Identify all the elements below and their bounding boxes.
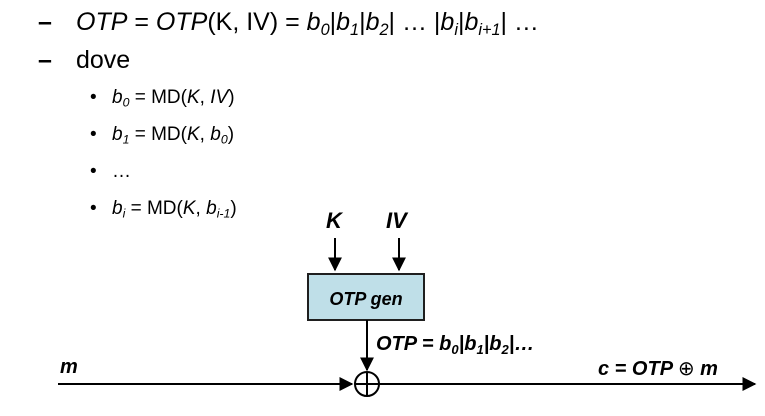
otp-gen-box [307, 273, 425, 321]
bullet-dot: • [90, 198, 97, 219]
tail-ellipsis: | … [500, 8, 539, 36]
b1-var: b [336, 8, 351, 36]
b1-sub: 1 [350, 20, 360, 39]
xor-symbol: ⊕ [677, 358, 695, 380]
otp-out-mid1: |b [458, 333, 477, 355]
otp-fn: OTP [155, 8, 208, 36]
sub-bullet-ellipsis: •… [90, 161, 131, 183]
bi-sub: i [454, 20, 458, 39]
b1-def-k: K [186, 124, 200, 145]
b1-def-close: ) [227, 124, 235, 145]
b1-def-arg: b [210, 124, 221, 145]
sub-bullet-bi: •bi = MD(K, bi-1) [90, 198, 237, 221]
b1-def-comma: , [199, 124, 211, 145]
otp-out-mid2: |b [483, 333, 502, 355]
sep-3: | [457, 8, 465, 36]
otp-out-s1: 1 [476, 341, 484, 357]
bi-def-comma: , [195, 198, 207, 219]
cipher-label: c = OTP ⊕ m [598, 356, 718, 381]
message-label: m [60, 356, 78, 378]
otp-out-tail: |… [508, 333, 535, 355]
dove-text: dove [76, 46, 131, 74]
bi1-var: b [464, 8, 479, 36]
bi-def-var: b [112, 198, 123, 219]
dash-bullet: – [38, 8, 52, 36]
bi-def-sub: i [122, 206, 126, 221]
bi-def-arg: b [206, 198, 217, 219]
bi1-sub: i+1 [478, 20, 501, 39]
bi-def-k: K [182, 198, 196, 219]
otp-gen-label: OTP gen [329, 289, 403, 309]
b0-def-var: b [112, 87, 123, 108]
bullet-dot: • [90, 124, 97, 145]
b1-def-var: b [112, 124, 123, 145]
otp-out-pre: OTP = b [376, 333, 452, 355]
bullet-dot: • [90, 87, 97, 108]
equals-2: = [278, 8, 307, 36]
b2-var: b [365, 8, 380, 36]
sub-bullet-b0: • b0 = MD(K, IV) [90, 87, 235, 110]
b0-def-k: K [186, 87, 200, 108]
bi-def-eq: = MD( [125, 198, 183, 219]
otp-output-label: OTP = b0|b1|b2|… [376, 333, 534, 357]
b1-def-sub: 1 [122, 132, 130, 147]
bi-var: b [440, 8, 455, 36]
dash-bullet-2: – [38, 46, 52, 74]
bi-def-argsub: i-1 [216, 206, 231, 221]
iv-label: IV [386, 208, 407, 233]
bi-def-close: ) [230, 198, 237, 219]
k-label: K [326, 208, 342, 233]
otp-definition-line: –OTP = OTP(K, IV) = b0|b1|b2| … |bi|bi+1… [38, 8, 539, 40]
bullet-dot: • [90, 161, 97, 182]
sep-1: | [329, 8, 337, 36]
otp-out-s0: 0 [451, 341, 459, 357]
dove-line: –dove [38, 46, 130, 75]
xor-icon [354, 371, 380, 397]
b0-def-sub: 0 [122, 95, 130, 110]
b0-def-arg: IV [210, 87, 229, 108]
cipher-pre: c = OTP [598, 358, 678, 380]
equals: = [127, 8, 156, 36]
b1-def-argsub: 0 [220, 132, 228, 147]
otp-args: (K, IV) [207, 8, 279, 36]
b0-def-close: ) [228, 87, 235, 108]
sub-bullet-b1: •b1 = MD(K, b0) [90, 124, 234, 147]
otp-lhs: OTP [76, 8, 128, 36]
b2-sub: 2 [379, 20, 389, 39]
b0-def-eq: = MD( [129, 87, 187, 108]
b0-sub: 0 [320, 20, 330, 39]
ellipsis-text: … [112, 161, 131, 182]
otp-out-s2: 2 [501, 341, 509, 357]
b0-var: b [306, 8, 321, 36]
b1-def-eq: = MD( [129, 124, 187, 145]
sep-2: | [359, 8, 366, 36]
cipher-post: m [694, 358, 718, 380]
b0-def-comma: , [199, 87, 211, 108]
ellipsis-sep: | … | [388, 8, 441, 36]
